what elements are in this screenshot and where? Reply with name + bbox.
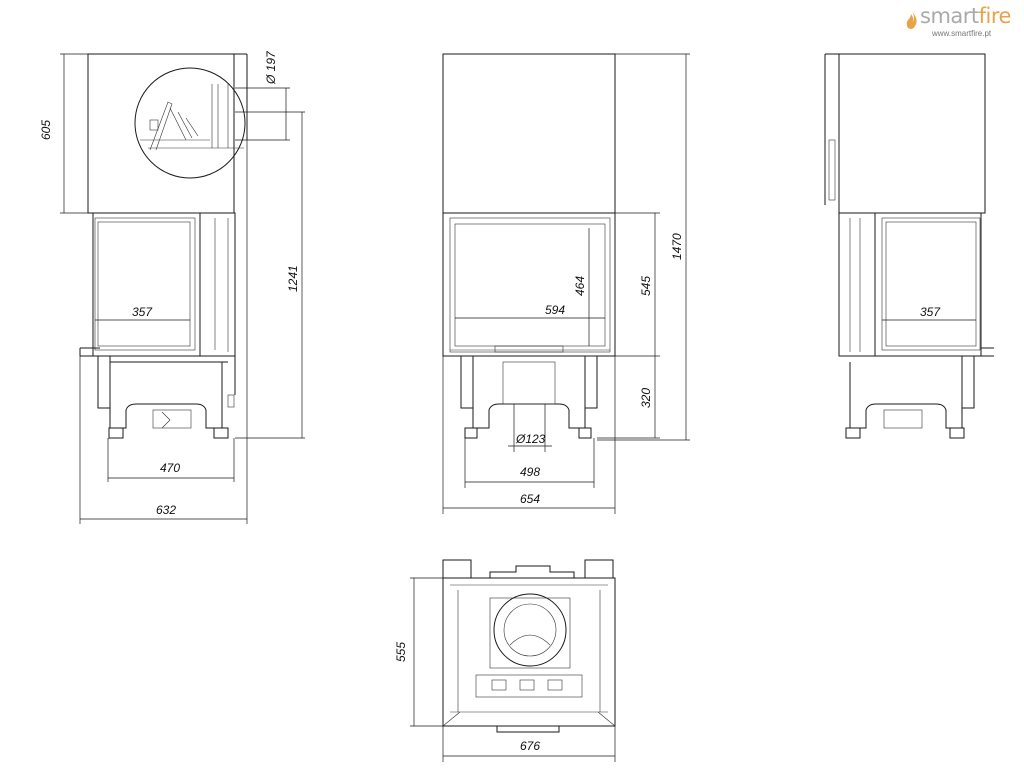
brand-logo: smartfire www.smartfire.pt (905, 4, 1017, 44)
dim-357-right: 357 (920, 305, 941, 319)
left-side-view: 605 Ø 197 1241 357 470 632 (39, 50, 305, 524)
dim-320: 320 (639, 388, 653, 408)
dim-air-inlet: Ø123 (515, 432, 546, 446)
dim-594: 594 (545, 303, 565, 317)
dim-605: 605 (39, 120, 53, 140)
dim-470: 470 (160, 461, 180, 475)
right-side-view: 357 (824, 53, 994, 439)
dim-1241: 1241 (286, 265, 300, 292)
dim-464: 464 (573, 276, 587, 296)
brand-name: smartfire (920, 4, 1011, 28)
dim-357-left: 357 (132, 305, 153, 319)
dim-632: 632 (156, 503, 176, 517)
dim-498: 498 (520, 465, 540, 479)
top-view: 555 676 (394, 559, 616, 762)
dim-545: 545 (639, 276, 653, 296)
front-view: 464 594 545 320 1470 Ø123 498 654 (442, 53, 690, 514)
dim-1470: 1470 (670, 233, 684, 260)
flame-icon (906, 11, 917, 29)
dim-555: 555 (394, 642, 408, 662)
brand-url: www.smartfire.pt (932, 29, 992, 38)
dim-654: 654 (520, 492, 540, 506)
dim-676: 676 (520, 739, 540, 753)
dim-flue-diameter: Ø 197 (264, 50, 278, 85)
